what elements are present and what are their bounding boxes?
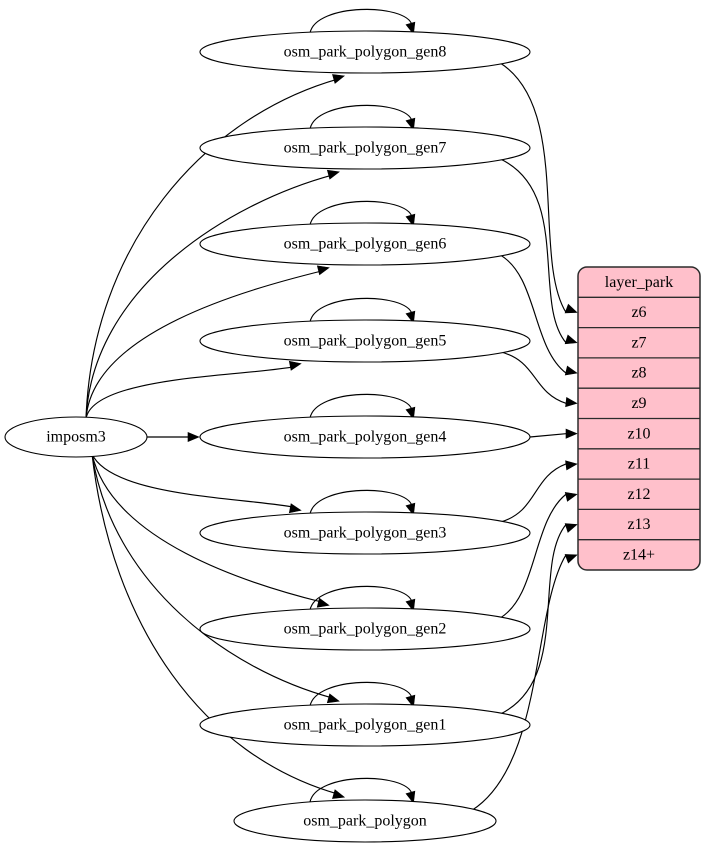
layer-park-table[interactable]: layer_park z6 z7 z8 z9 z10 z11 z12 z13 z14+ — [577, 266, 701, 571]
edge-imposm3-to-gen3 — [91, 453, 296, 508]
edge-gen4-to-table — [529, 433, 567, 438]
edge-arrowhead-imposm3-gen7 — [326, 169, 340, 180]
node-gen5[interactable] — [199, 319, 531, 363]
self-loop-arrowhead-gen3 — [405, 502, 416, 516]
table-row-label-z9[interactable]: z9 — [631, 395, 646, 412]
self-loop-arrowhead-gen4 — [405, 406, 416, 420]
edge-gen6-to-table — [499, 254, 567, 374]
edge-imposm3-to-gen2 — [91, 453, 324, 603]
node-gen8-label: osm_park_polygon_gen8 — [284, 44, 447, 61]
self-loop-edge-gen1 — [309, 681, 413, 707]
node-base[interactable] — [233, 799, 497, 843]
edge-imposm3-to-gen6 — [85, 270, 324, 420]
edge-imposm3-to-gen5 — [85, 366, 296, 420]
self-loop-arrowhead-gen5 — [405, 310, 416, 324]
edge-arrowhead-imposm3-gen8 — [332, 74, 346, 84]
node-gen2-label: osm_park_polygon_gen2 — [284, 621, 447, 638]
edge-arrowhead-base-table — [564, 554, 578, 564]
edge-arrowhead-gen6-table — [564, 365, 578, 376]
node-gen6[interactable] — [199, 222, 531, 266]
edge-arrowhead-gen2-table — [564, 491, 578, 502]
self-loop-arrowhead-gen7 — [405, 117, 416, 131]
table-row-label-z10[interactable]: z10 — [627, 425, 650, 442]
self-loop-edge-gen2 — [309, 585, 413, 611]
edge-arrowhead-gen5-table — [565, 397, 578, 408]
table-row-label-z14+[interactable]: z14+ — [623, 547, 655, 564]
self-loop-edge-gen5 — [309, 297, 413, 323]
node-imposm3[interactable] — [4, 416, 148, 458]
node-gen8[interactable] — [199, 30, 531, 74]
edge-arrowhead-imposm3-gen3 — [288, 503, 302, 514]
edge-arrowhead-gen1-table — [564, 523, 578, 533]
edge-gen8-to-table — [499, 62, 567, 313]
edge-base-to-table — [471, 554, 567, 811]
self-loop-edge-gen6 — [309, 200, 413, 226]
table-row-label-z12[interactable]: z12 — [627, 486, 650, 503]
edge-gen3-to-table — [499, 463, 567, 523]
edge-gen1-to-table — [499, 524, 567, 715]
node-gen7-label: osm_park_polygon_gen7 — [284, 140, 447, 157]
node-gen4[interactable] — [199, 415, 531, 459]
edge-arrowhead-imposm3-base — [332, 789, 346, 799]
self-loop-arrowhead-gen8 — [405, 21, 416, 35]
self-loop-edge-base — [309, 777, 413, 803]
node-base-label: osm_park_polygon — [303, 813, 427, 830]
table-row-label-z11[interactable]: z11 — [628, 456, 651, 473]
edge-arrowhead-gen3-table — [565, 460, 578, 471]
node-gen4-label: osm_park_polygon_gen4 — [284, 429, 447, 446]
node-gen5-label: osm_park_polygon_gen5 — [284, 333, 447, 350]
self-loop-edge-gen8 — [309, 8, 413, 34]
nodes-layer: imposm3 osm_park_polygon_gen8 osm_park_pol… — [4, 30, 531, 843]
self-loops-layer — [309, 8, 416, 804]
edge-arrowhead-imposm3-gen2 — [316, 597, 330, 608]
edge-arrowhead-imposm3-gen5 — [288, 360, 302, 371]
table-header-label: layer_park — [605, 274, 673, 291]
edge-imposm3-to-gen7 — [85, 174, 334, 420]
edge-gen2-to-table — [499, 493, 567, 619]
node-imposm3-label: imposm3 — [46, 429, 106, 446]
edge-imposm3-to-gen8 — [85, 78, 339, 420]
node-gen2[interactable] — [199, 607, 531, 651]
node-gen3-label: osm_park_polygon_gen3 — [284, 525, 447, 542]
edge-arrowhead-gen4-table — [565, 428, 578, 439]
edge-arrowhead-imposm3-gen6 — [316, 265, 330, 276]
edge-arrowhead-imposm3-gen4 — [187, 431, 200, 443]
edge-arrowhead-gen7-table — [564, 334, 578, 345]
self-loop-arrowhead-gen2 — [405, 598, 416, 612]
node-gen7[interactable] — [199, 126, 531, 170]
self-loop-arrowhead-gen1 — [405, 694, 416, 708]
table-row-label-z8[interactable]: z8 — [631, 365, 646, 382]
self-loop-arrowhead-base — [405, 790, 416, 804]
self-loop-edge-gen7 — [309, 104, 413, 130]
node-gen1-label: osm_park_polygon_gen1 — [284, 717, 447, 734]
edge-imposm3-to-gen1 — [91, 453, 334, 699]
edge-gen5-to-table — [499, 351, 567, 404]
node-gen6-label: osm_park_polygon_gen6 — [284, 236, 447, 253]
edge-arrowhead-imposm3-gen1 — [326, 693, 340, 704]
table-row-label-z6[interactable]: z6 — [631, 304, 646, 321]
self-loop-edge-gen3 — [309, 489, 413, 515]
self-loop-arrowhead-gen6 — [405, 213, 416, 227]
edge-imposm3-to-base — [91, 453, 339, 795]
table-row-label-z13[interactable]: z13 — [627, 516, 650, 533]
node-gen3[interactable] — [199, 511, 531, 555]
edge-arrowhead-gen8-table — [564, 303, 578, 314]
edge-gen7-to-table — [499, 158, 567, 344]
edges-layer — [85, 62, 578, 811]
node-gen1[interactable] — [199, 703, 531, 747]
self-loop-edge-gen4 — [309, 393, 413, 419]
table-row-label-z7[interactable]: z7 — [631, 334, 646, 351]
